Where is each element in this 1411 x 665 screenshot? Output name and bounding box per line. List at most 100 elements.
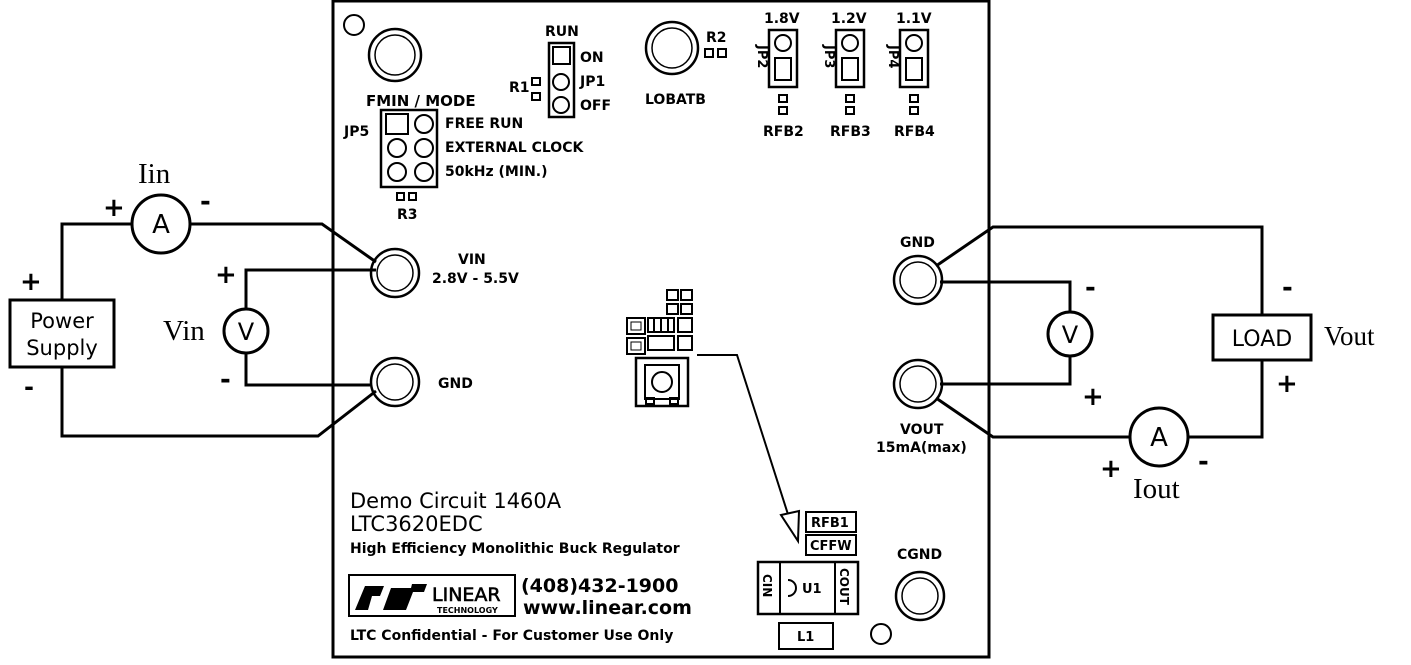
input-ammeter-plus: + bbox=[103, 193, 125, 223]
r1-label: R1 bbox=[509, 80, 530, 96]
vout-label: VOUT bbox=[900, 422, 944, 438]
power-supply-plus: + bbox=[20, 267, 42, 297]
power-supply-label-line1: Power bbox=[30, 309, 94, 333]
gnd-left-label: GND bbox=[438, 376, 473, 392]
output-ammeter-minus: - bbox=[1198, 447, 1209, 477]
jp2-jumper-header bbox=[767, 28, 799, 89]
min-freq-label: 50kHz (MIN.) bbox=[445, 164, 548, 180]
fmin-mode-label: FMIN / MODE bbox=[366, 92, 476, 110]
fmin-mode-turret bbox=[367, 27, 423, 83]
output-voltmeter-minus: - bbox=[1085, 273, 1096, 303]
output-ammeter-plus: + bbox=[1100, 454, 1122, 484]
jp3-label: JP3 bbox=[821, 44, 836, 68]
run-off-label: OFF bbox=[580, 98, 611, 114]
cffw-box bbox=[805, 534, 857, 556]
power-supply bbox=[8, 298, 116, 369]
gnd-right-turret bbox=[892, 254, 944, 306]
board-title: Demo Circuit 1460A bbox=[350, 489, 562, 513]
lobatb-label: LOBATB bbox=[645, 92, 706, 108]
load-plus: + bbox=[1276, 369, 1298, 399]
jp2-label: JP2 bbox=[754, 44, 769, 68]
input-voltmeter-minus: - bbox=[220, 365, 231, 395]
cin-label: CIN bbox=[760, 574, 774, 597]
l1-box bbox=[778, 622, 834, 650]
l1-label: L1 bbox=[797, 630, 814, 645]
board-subtitle: High Efficiency Monolithic Buck Regulato… bbox=[350, 541, 680, 557]
free-run-label: FREE RUN bbox=[445, 116, 523, 132]
jp4-voltage-label: 1.1V bbox=[896, 11, 932, 27]
input-ammeter-minus: - bbox=[200, 187, 211, 217]
vout-max-label: 15mA(max) bbox=[876, 440, 967, 456]
cffw-label: CFFW bbox=[810, 539, 852, 554]
vin-meter-label: Vin bbox=[163, 315, 205, 347]
cgnd-label: CGND bbox=[897, 547, 942, 563]
cout-label: COUT bbox=[837, 568, 851, 606]
input-ammeter-symbol: A bbox=[152, 210, 170, 240]
linear-technology-logo: LINEAR TECHNOLOGY bbox=[348, 574, 516, 617]
run-on-label: ON bbox=[580, 50, 604, 66]
vin-turret bbox=[369, 247, 421, 299]
jp1-label: JP1 bbox=[579, 74, 605, 90]
run-label: RUN bbox=[545, 24, 579, 40]
svg-text:LINEAR: LINEAR bbox=[432, 584, 501, 606]
r1-footprint bbox=[531, 77, 541, 101]
rfb4-footprint bbox=[909, 94, 919, 115]
load bbox=[1211, 313, 1313, 362]
rfb4-label: RFB4 bbox=[894, 124, 935, 140]
jp1-jumper-header bbox=[547, 41, 576, 119]
cgnd-turret bbox=[894, 570, 946, 622]
mounting-hole-bottom-right bbox=[870, 623, 892, 645]
output-voltmeter-plus: + bbox=[1082, 382, 1104, 412]
load-minus: - bbox=[1282, 273, 1293, 303]
r2-footprint bbox=[704, 48, 727, 58]
jp5-label: JP5 bbox=[343, 124, 369, 140]
right-circuit-wires bbox=[935, 225, 1264, 439]
jp4-label: JP4 bbox=[885, 44, 900, 68]
board-part-number: LTC3620EDC bbox=[350, 512, 483, 536]
rfb3-label: RFB3 bbox=[830, 124, 871, 140]
callout-arrow bbox=[697, 354, 801, 545]
vout-turret bbox=[892, 358, 944, 410]
rfb3-footprint bbox=[845, 94, 855, 115]
svg-text:TECHNOLOGY: TECHNOLOGY bbox=[437, 606, 498, 615]
load-label: LOAD bbox=[1232, 327, 1292, 352]
r3-label: R3 bbox=[397, 207, 418, 223]
input-ammeter bbox=[130, 193, 192, 255]
r2-label: R2 bbox=[706, 30, 727, 46]
jp2-voltage-label: 1.8V bbox=[764, 11, 800, 27]
rfb2-label: RFB2 bbox=[763, 124, 804, 140]
vout-meter-label: Vout bbox=[1324, 321, 1375, 351]
u1-label: U1 bbox=[802, 582, 822, 597]
center-component-cluster bbox=[626, 289, 693, 408]
mounting-hole-top-left bbox=[343, 14, 365, 36]
jp3-voltage-label: 1.2V bbox=[831, 11, 867, 27]
rfb1-box bbox=[805, 511, 857, 533]
confidential-notice: LTC Confidential - For Customer Use Only bbox=[350, 628, 673, 644]
jp3-jumper-header bbox=[834, 28, 866, 89]
output-ammeter-symbol: A bbox=[1150, 423, 1168, 453]
left-circuit-wires bbox=[60, 222, 377, 438]
external-clock-label: EXTERNAL CLOCK bbox=[445, 140, 584, 156]
jp5-jumper-header bbox=[379, 108, 439, 189]
website: www.linear.com bbox=[523, 597, 692, 619]
rfb2-footprint bbox=[778, 94, 788, 115]
output-voltmeter bbox=[1046, 310, 1094, 358]
phone-number: (408)432-1900 bbox=[521, 575, 678, 597]
output-voltmeter-symbol: V bbox=[1062, 321, 1079, 349]
jp4-jumper-header bbox=[898, 28, 930, 89]
u1-chip bbox=[756, 560, 860, 616]
vin-range-label: 2.8V - 5.5V bbox=[432, 271, 519, 287]
rfb1-label: RFB1 bbox=[811, 516, 849, 531]
power-supply-minus: - bbox=[24, 373, 34, 401]
input-voltmeter-symbol: V bbox=[238, 318, 255, 346]
power-supply-label-line2: Supply bbox=[26, 336, 98, 360]
input-voltmeter-plus: + bbox=[215, 260, 237, 290]
r3-footprint bbox=[396, 192, 417, 201]
iout-label: Iout bbox=[1133, 473, 1180, 505]
input-voltmeter bbox=[222, 307, 270, 355]
gnd-right-label: GND bbox=[900, 235, 935, 251]
vin-label: VIN bbox=[458, 252, 486, 268]
output-ammeter bbox=[1128, 406, 1190, 468]
gnd-left-turret bbox=[369, 356, 421, 408]
